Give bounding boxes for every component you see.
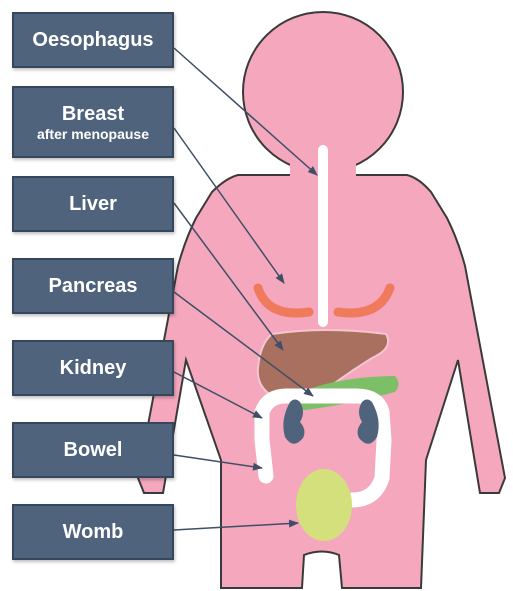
- label-kidney: Kidney: [12, 340, 174, 396]
- label-oesophagus: Oesophagus: [12, 12, 174, 68]
- label-womb-text: Womb: [63, 521, 124, 543]
- womb-organ: [296, 469, 352, 541]
- label-breast-text: Breast: [62, 103, 124, 125]
- label-breast: Breast after menopause: [12, 86, 174, 158]
- label-bowel-text: Bowel: [64, 439, 123, 461]
- label-womb: Womb: [12, 504, 174, 560]
- label-breast-subtext: after menopause: [37, 126, 149, 142]
- leg-gap: [318, 556, 328, 591]
- label-kidney-text: Kidney: [60, 357, 127, 379]
- label-liver: Liver: [12, 176, 174, 232]
- label-pancreas-text: Pancreas: [49, 275, 138, 297]
- label-pancreas: Pancreas: [12, 258, 174, 314]
- label-bowel: Bowel: [12, 422, 174, 478]
- label-liver-text: Liver: [69, 193, 117, 215]
- label-oesophagus-text: Oesophagus: [32, 29, 153, 51]
